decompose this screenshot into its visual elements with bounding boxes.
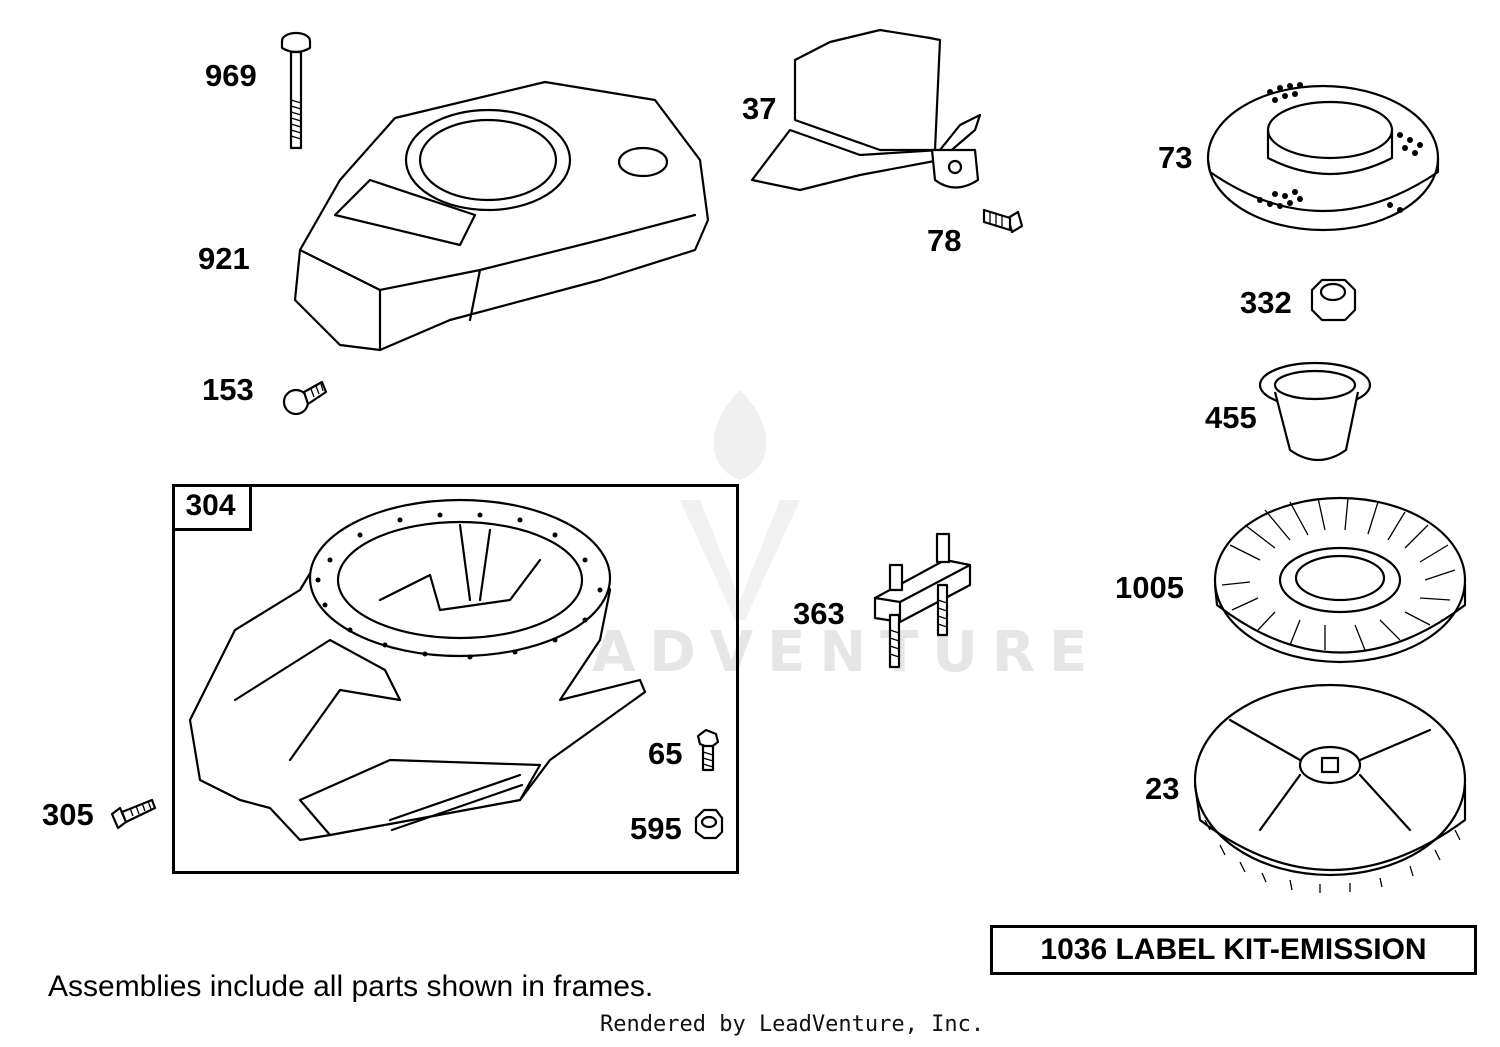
callout-1005[interactable]: 1005 xyxy=(1115,570,1184,605)
callout-37[interactable]: 37 xyxy=(742,91,777,126)
callout-153[interactable]: 153 xyxy=(202,372,254,407)
bolt-78-drawing xyxy=(982,208,1024,234)
kit-label-box[interactable]: 1036 LABEL KIT-EMISSION xyxy=(990,925,1477,975)
assembly-frame xyxy=(172,484,739,874)
baffle-37-drawing xyxy=(750,28,982,192)
callout-65[interactable]: 65 xyxy=(648,736,683,771)
callout-455[interactable]: 455 xyxy=(1205,400,1257,435)
fan-1005-drawing xyxy=(1213,496,1467,664)
nut-332-drawing xyxy=(1310,278,1357,322)
callout-921[interactable]: 921 xyxy=(198,241,250,276)
cup-455-drawing xyxy=(1258,361,1372,461)
assembly-note: Assemblies include all parts shown in fr… xyxy=(48,970,654,1003)
callout-595[interactable]: 595 xyxy=(630,811,682,846)
bolt-305-drawing xyxy=(110,798,157,830)
render-credit: Rendered by LeadVenture, Inc. xyxy=(600,1012,985,1037)
flywheel-23-drawing xyxy=(1193,683,1467,893)
callout-73[interactable]: 73 xyxy=(1158,140,1193,175)
callout-305[interactable]: 305 xyxy=(42,797,94,832)
shroud-921-drawing xyxy=(293,80,710,352)
screw-153-drawing xyxy=(282,380,328,416)
callout-78[interactable]: 78 xyxy=(927,223,962,258)
housing-304-drawing xyxy=(188,498,647,842)
callout-969[interactable]: 969 xyxy=(205,58,257,93)
bolt-65-drawing xyxy=(696,728,720,772)
bracket-363-drawing xyxy=(873,532,972,669)
callout-304[interactable]: 304 xyxy=(172,484,252,531)
bolt-969-drawing xyxy=(280,31,312,150)
screen-73-drawing xyxy=(1206,82,1440,232)
callout-332[interactable]: 332 xyxy=(1240,285,1292,320)
nut-595-drawing xyxy=(694,808,724,840)
callout-363[interactable]: 363 xyxy=(793,596,845,631)
watermark-logo xyxy=(680,390,800,620)
callout-23[interactable]: 23 xyxy=(1145,771,1180,806)
